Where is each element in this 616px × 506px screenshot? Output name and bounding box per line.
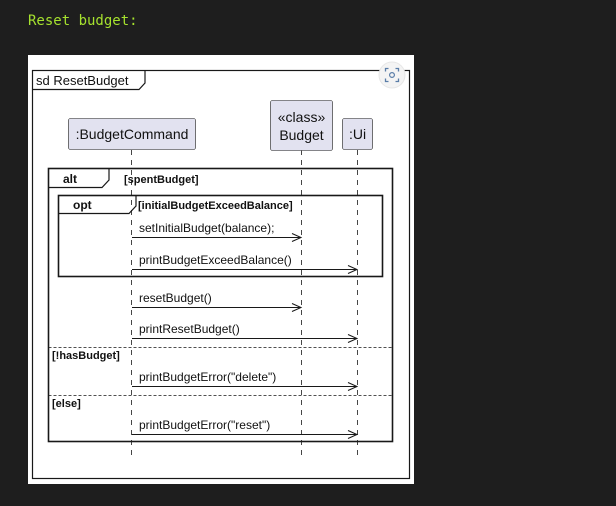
alt-fragment — [47, 167, 394, 443]
message-reset-budget: resetBudget() — [132, 291, 303, 312]
opt-fragment — [57, 194, 384, 278]
message-label: resetBudget() — [139, 291, 212, 305]
sequence-diagram: sd ResetBudget :BudgetCommand «class» Bu… — [28, 55, 414, 484]
message-print-reset-budget: printResetBudget() — [132, 322, 359, 343]
message-label: printBudgetError("reset") — [139, 418, 270, 432]
message-print-budget-error-reset: printBudgetError("reset") — [132, 418, 359, 439]
alt-tab — [48, 168, 110, 189]
opt-keyword: opt — [73, 198, 92, 212]
message-label: setInitialBudget(balance); — [139, 221, 274, 235]
participant-ui: :Ui — [342, 118, 373, 150]
sd-frame — [31, 69, 411, 480]
alt-keyword: alt — [63, 172, 77, 186]
message-print-budget-error-delete: printBudgetError("delete") — [132, 370, 359, 391]
message-label: printBudgetExceedBalance() — [139, 253, 292, 267]
sd-frame-tab — [32, 70, 146, 91]
opt-guard: [initialBudgetExceedBalance] — [138, 200, 293, 212]
message-label: printBudgetError("delete") — [139, 370, 276, 384]
participant-budget: «class» Budget — [270, 100, 333, 151]
participant-label: :Ui — [349, 126, 366, 142]
else-guard: [else] — [52, 398, 81, 410]
participant-label: Budget — [279, 127, 323, 143]
participant-stereotype: «class» — [278, 109, 326, 125]
expand-icon[interactable] — [378, 61, 406, 89]
participant-label: :BudgetCommand — [76, 126, 189, 142]
section-heading: Reset budget: — [28, 13, 138, 29]
else-guard: [!hasBudget] — [52, 350, 120, 362]
participant-budgetcommand: :BudgetCommand — [68, 118, 196, 150]
message-label: printResetBudget() — [139, 322, 240, 336]
message-print-budget-exceed-balance: printBudgetExceedBalance() — [132, 253, 359, 274]
opt-tab — [58, 195, 137, 215]
message-set-initial-budget: setInitialBudget(balance); — [132, 221, 303, 242]
alt-guard: [spentBudget] — [124, 174, 199, 186]
sequence-diagram-canvas: sd ResetBudget :BudgetCommand «class» Bu… — [31, 61, 411, 480]
sd-frame-label: sd ResetBudget — [36, 73, 129, 88]
